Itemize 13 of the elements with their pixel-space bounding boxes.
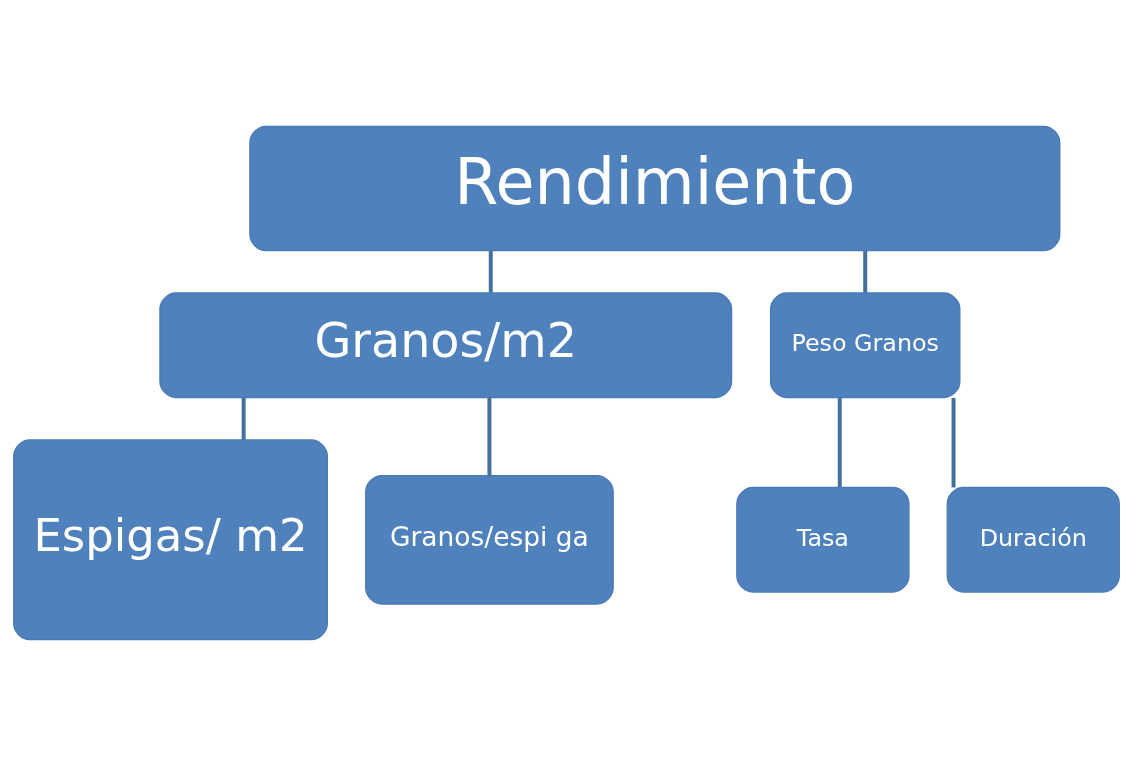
node-box: Rendimiento xyxy=(249,125,1061,251)
connector xyxy=(488,250,493,293)
node-box: Tasa xyxy=(736,486,910,593)
connector xyxy=(241,397,246,440)
node-box: Granos/m2 xyxy=(159,291,733,398)
node-box: Peso Granos xyxy=(769,291,961,398)
node-box: Granos/espi ga xyxy=(365,474,614,605)
connector xyxy=(837,397,842,487)
node-box: Duración xyxy=(946,486,1120,593)
connector xyxy=(863,250,868,293)
connector xyxy=(951,397,956,487)
connector xyxy=(487,397,492,475)
node-box: Espigas/ m2 xyxy=(13,438,328,640)
